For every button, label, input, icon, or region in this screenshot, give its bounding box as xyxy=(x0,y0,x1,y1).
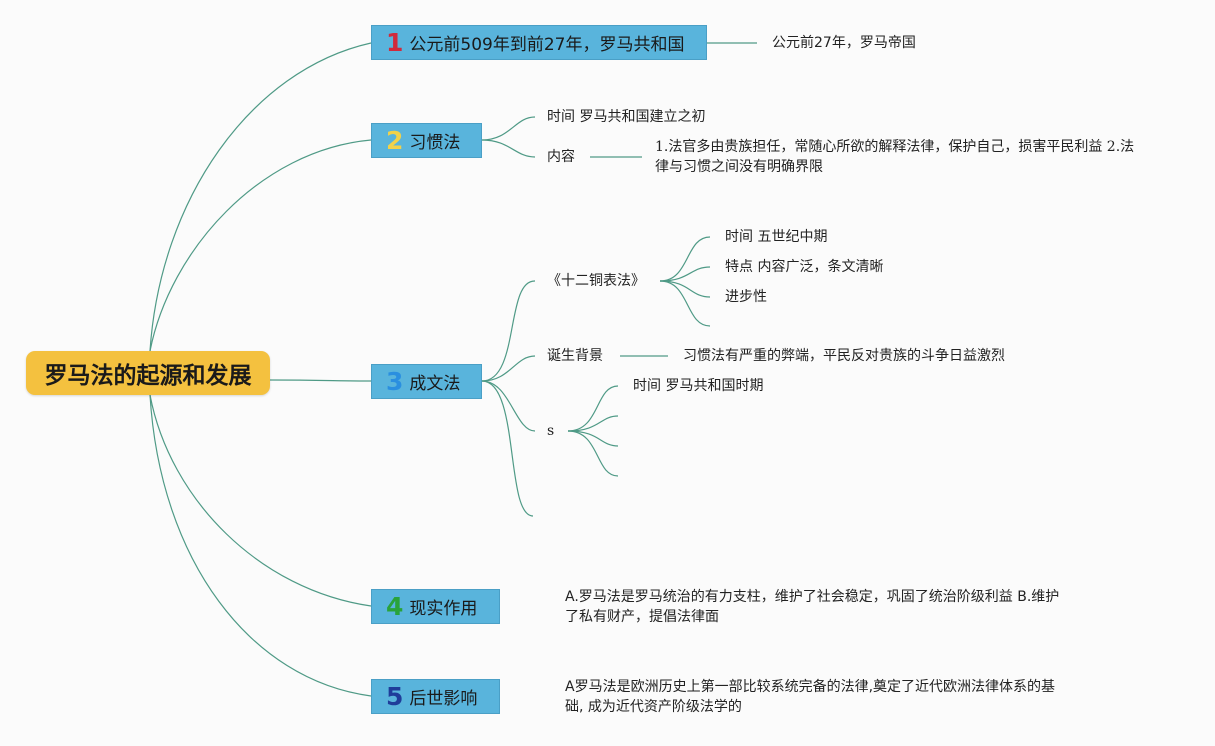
link-twelve-feature xyxy=(659,266,711,282)
topic-5-label: 后世影响 xyxy=(409,689,478,709)
link-root-topic4 xyxy=(149,394,372,607)
link-twelve-progress xyxy=(659,280,711,298)
link-topic3-background xyxy=(481,355,536,382)
topic-3-label: 成文法 xyxy=(409,374,461,394)
topic-4-text[interactable]: A.罗马法是罗马统治的有力支柱，维护了社会稳定，巩固了统治阶级利益 B.维护了私… xyxy=(565,589,1060,625)
topic-4-label: 现实作用 xyxy=(409,599,478,619)
link-topic3-twelve xyxy=(481,280,536,382)
twelve-tables-node[interactable]: 《十二铜表法》 xyxy=(547,273,645,289)
link-twelve-time xyxy=(659,236,711,282)
link-s-empty2 xyxy=(567,430,619,447)
topic-2-label: 习惯法 xyxy=(409,133,461,153)
twelve-tables-feature[interactable]: 特点 内容广泛，条文清晰 xyxy=(725,259,884,275)
link-root-topic3 xyxy=(269,379,372,382)
link-topic3-empty xyxy=(481,380,534,517)
link-twelve-empty xyxy=(659,280,711,327)
topic-5[interactable]: 5 后世影响 xyxy=(371,679,500,714)
number-1-icon: 1 xyxy=(386,28,404,57)
link-topic3-s xyxy=(481,380,536,432)
s-node[interactable]: s xyxy=(547,423,555,439)
twelve-tables-time[interactable]: 时间 五世纪中期 xyxy=(725,229,828,245)
link-root-topic2 xyxy=(149,139,372,352)
topic-1-label: 公元前509年到前27年，罗马共和国 xyxy=(409,35,685,55)
link-s-empty3 xyxy=(567,430,619,477)
link-s-empty1 xyxy=(567,415,619,432)
topic-5-text[interactable]: A罗马法是欧洲历史上第一部比较系统完备的法律,奠定了近代欧洲法律体系的基础, 成… xyxy=(565,679,1056,715)
topic-1[interactable]: 1 公元前509年到前27年，罗马共和国 xyxy=(371,25,707,60)
number-4-icon: 4 xyxy=(386,592,404,621)
root-topic[interactable]: 罗马法的起源和发展 xyxy=(26,351,270,395)
topic-4[interactable]: 4 现实作用 xyxy=(371,589,500,624)
number-2-icon: 2 xyxy=(386,126,404,155)
link-topic2-content xyxy=(481,139,536,158)
link-s-time xyxy=(567,385,619,432)
s-time[interactable]: 时间 罗马共和国时期 xyxy=(633,378,764,394)
link-root-topic1 xyxy=(149,42,372,352)
topic-2-time[interactable]: 时间 罗马共和国建立之初 xyxy=(547,109,706,125)
topic-2-content-label[interactable]: 内容 xyxy=(547,149,575,165)
twelve-tables-progress[interactable]: 进步性 xyxy=(725,289,767,305)
link-topic2-time xyxy=(481,116,536,141)
topic-2[interactable]: 2 习惯法 xyxy=(371,123,482,158)
number-3-icon: 3 xyxy=(386,367,404,396)
background-label[interactable]: 诞生背景 xyxy=(547,348,603,364)
topic-2-content-text[interactable]: 1.法官多由贵族担任，常随心所欲的解释法律，保护自己，损害平民利益 2.法律与习… xyxy=(655,139,1135,175)
topic-3[interactable]: 3 成文法 xyxy=(371,364,482,399)
root-title: 罗马法的起源和发展 xyxy=(44,363,252,389)
background-text[interactable]: 习惯法有严重的弊端，平民反对贵族的斗争日益激烈 xyxy=(683,348,1005,364)
number-5-icon: 5 xyxy=(386,682,404,711)
topic-1-child[interactable]: 公元前27年，罗马帝国 xyxy=(772,35,916,51)
link-root-topic5 xyxy=(149,394,372,697)
